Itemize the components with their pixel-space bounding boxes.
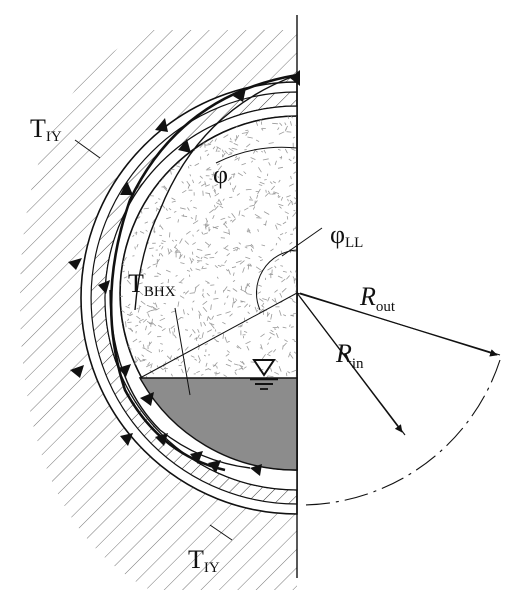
svg-text:Rin: Rin xyxy=(335,339,364,372)
dimension-arrows xyxy=(299,292,498,433)
label-phi: φ xyxy=(213,160,228,189)
svg-text:φLL: φLL xyxy=(330,220,363,251)
angle-arcs xyxy=(215,146,298,311)
label-t-bhx: TBHX xyxy=(128,269,176,300)
radius-reference-arc xyxy=(299,359,501,506)
svg-text:TIY: TIY xyxy=(30,114,62,145)
svg-text:φ: φ xyxy=(213,160,228,189)
svg-text:TBHX: TBHX xyxy=(128,269,176,300)
svg-text:TIY: TIY xyxy=(188,545,220,576)
svg-text:Rout: Rout xyxy=(359,282,396,315)
liquid-region xyxy=(138,377,298,471)
liquid-level-symbol xyxy=(250,359,278,390)
label-r-in: Rin xyxy=(335,339,364,372)
flow-arrowheads xyxy=(68,70,300,476)
label-t-iy-bottom: TIY xyxy=(188,545,220,576)
label-t-iy-top: TIY xyxy=(30,114,62,145)
label-r-out: Rout xyxy=(359,282,396,315)
leader-lines xyxy=(74,139,233,541)
label-phi-ll: φLL xyxy=(330,220,363,251)
